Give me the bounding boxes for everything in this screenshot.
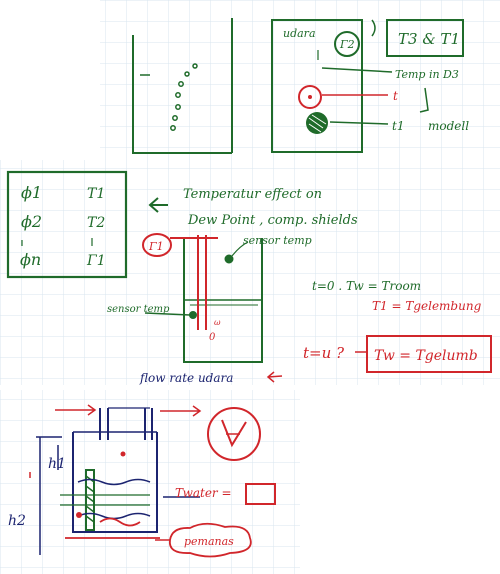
tw-result-box: Tw = Tgelumb: [366, 335, 492, 373]
h1-label: h1: [48, 456, 66, 472]
tu-question: t=u ?: [303, 344, 345, 362]
phi-table-box: ϕ1 T1 ϕ2 T2 ϕn Γ1: [6, 170, 128, 279]
gamma2-circle: [334, 31, 360, 57]
small-digit: 0: [209, 332, 216, 343]
phi-1: ϕ1: [21, 183, 42, 202]
modelled-label: modell: [428, 119, 469, 133]
flow-rate-text: flow rate udara: [139, 371, 233, 385]
gamma2-label: Γ2: [339, 38, 355, 51]
inlet-arrows: [29, 404, 202, 478]
t-label: t: [393, 89, 398, 103]
sensor-temp-top-label: sensor temp: [243, 234, 312, 247]
grid-paper-top: [100, 0, 500, 160]
t-n: Γ1: [86, 253, 106, 269]
svg-text:pemanas: pemanas: [184, 535, 234, 548]
svg-text:T3 & T1: T3 & T1: [398, 30, 460, 48]
right-box-sketch: [271, 19, 363, 153]
t1-label: t1: [392, 119, 404, 133]
svg-text:Twater =: Twater =: [175, 486, 232, 500]
t-1: T1: [87, 186, 105, 202]
svg-text:Tw = Tgelumb: Tw = Tgelumb: [374, 348, 478, 364]
sensor-circle-red: [298, 85, 322, 109]
svg-text:Γ1: Γ1: [148, 240, 164, 253]
t1-equation: T1 = Tgelembung: [372, 299, 482, 313]
scribble-mark: [371, 19, 376, 37]
red-dot-sensor: [120, 451, 126, 457]
t-2: T2: [87, 215, 105, 231]
clock-gauge-icon: [207, 407, 261, 461]
left-beaker-sketch: [132, 18, 233, 154]
grid-paper-middle: [0, 160, 500, 385]
heater-coil: [65, 517, 160, 539]
t0-equation: t=0 . Tw = Troom: [312, 279, 421, 293]
sensor-temp-left-label: sensor temp: [107, 304, 170, 315]
small-superscript: ω: [214, 318, 221, 327]
pemanas-cloud: pemanas: [155, 522, 252, 558]
bubble-dots: [170, 63, 198, 131]
t3-t1-box: T3 & T1: [386, 19, 464, 57]
gamma1-circle: Γ1: [142, 233, 172, 257]
bottom-vessel-sketch: [72, 407, 158, 533]
leader-lines: [321, 67, 429, 125]
height-markers: [36, 436, 62, 555]
sensor-probe-red: [170, 235, 218, 330]
arrow-left-icon: [148, 197, 168, 213]
dew-point-text: Dew Point , comp. shields: [187, 213, 358, 228]
phi-2: ϕ2: [21, 212, 42, 231]
twater-group: Twater =: [163, 483, 276, 505]
udara-label: udara: [283, 27, 316, 40]
temp-d3-label: Temp in D3: [395, 68, 459, 81]
red-dot-bottom: [76, 512, 82, 518]
h2-label: h2: [8, 513, 26, 529]
flow-arrow-icon: [266, 371, 283, 383]
phi-n: ϕn: [20, 250, 41, 269]
temperature-effect-text: Temperatur effect on: [183, 187, 322, 202]
sensor-pointer-line: [144, 312, 191, 316]
sensor-circle-green: [306, 112, 328, 134]
